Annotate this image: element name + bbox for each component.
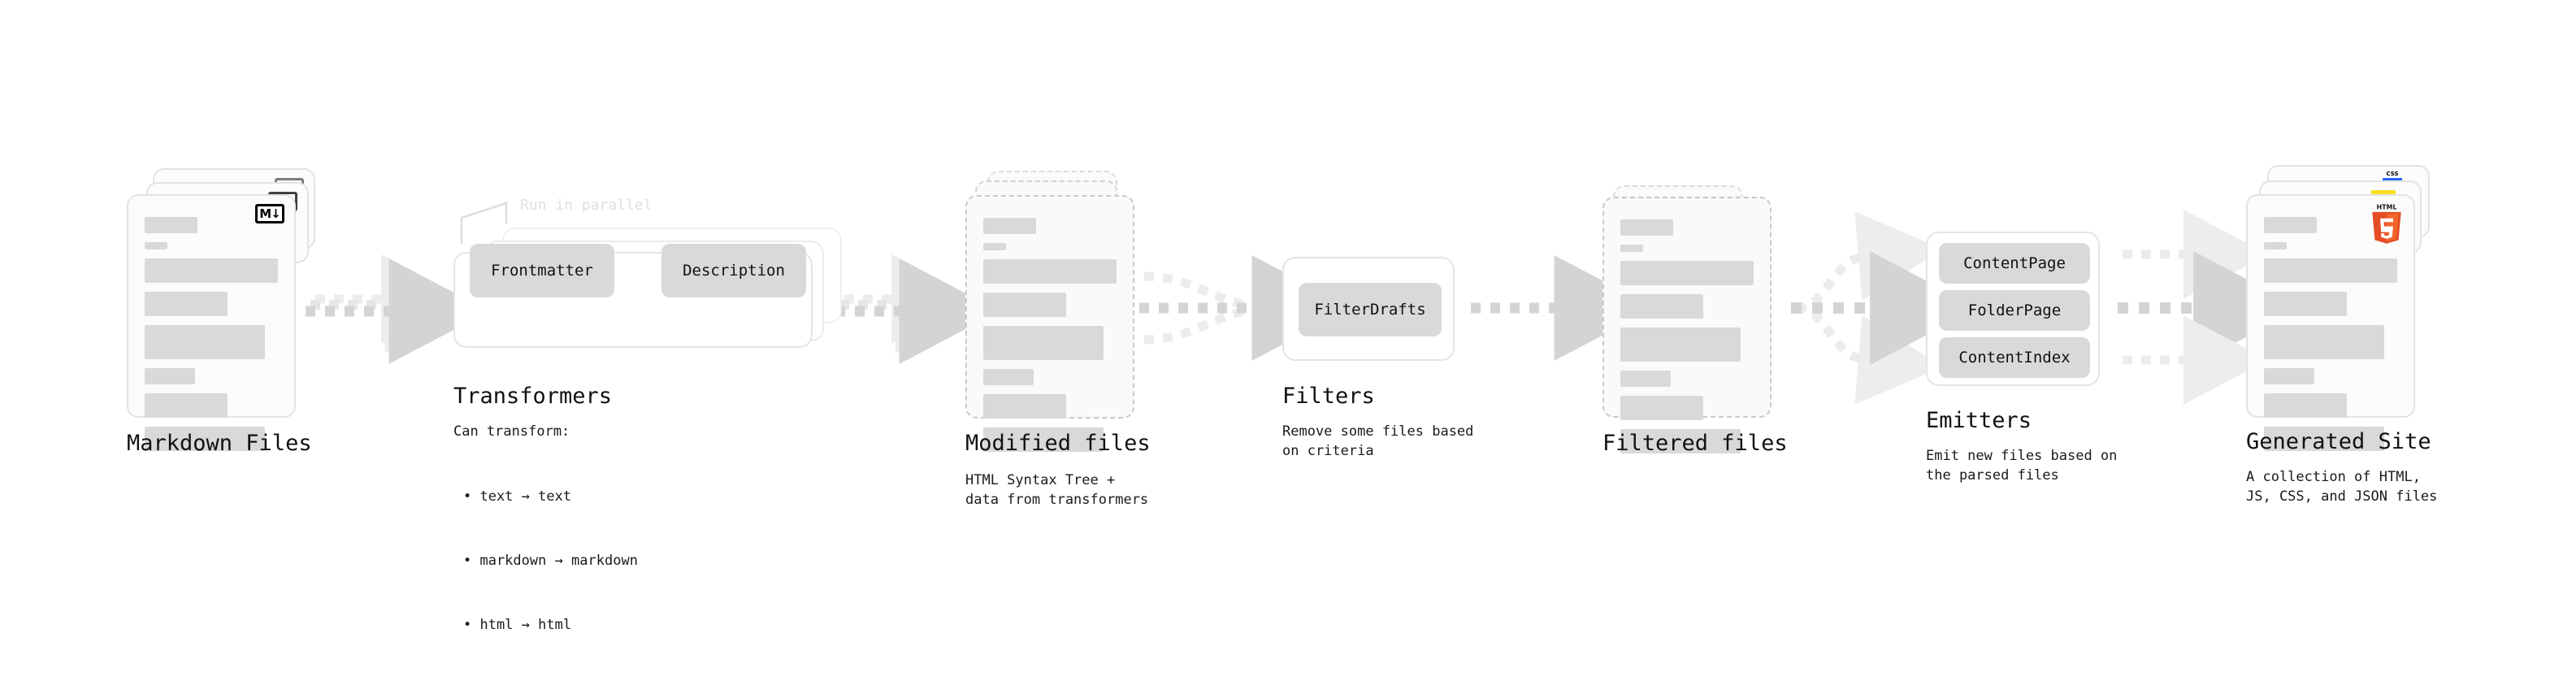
placeholder-bars <box>2264 217 2397 460</box>
markdown-card-front: M↓ <box>127 194 296 451</box>
modified-card-front <box>965 195 1134 452</box>
filters-subtitle-2: on criteria <box>1282 443 1374 459</box>
transformer-chip-description[interactable]: Description <box>661 244 806 297</box>
emitter-chip-contentpage[interactable]: ContentPage <box>1939 243 2090 284</box>
transform-rule: • html → html <box>463 616 572 633</box>
transformer-chip-frontmatter[interactable]: Frontmatter <box>470 244 614 297</box>
generated-site-subtitle-2: JS, CSS, and JSON files <box>2246 488 2438 505</box>
filtered-files-title: Filtered files <box>1602 431 1788 456</box>
generated-site-title: Generated Site <box>2246 429 2431 454</box>
generated-site-subtitle-1: A collection of HTML, <box>2246 469 2421 485</box>
arrow-markdown-to-transformers <box>306 254 489 364</box>
arrow-emitters-to-site <box>2118 210 2302 405</box>
placeholder-bars <box>1620 219 1754 462</box>
filter-chip-filterdrafts[interactable]: FilterDrafts <box>1299 283 1442 336</box>
emitters-subtitle-2: the parsed files <box>1926 467 2059 484</box>
transform-rule: • text → text <box>463 488 572 505</box>
arrow-filtered-to-emitters <box>1791 211 1979 405</box>
markdown-files-title: Markdown Files <box>127 431 312 456</box>
run-in-parallel-bracket <box>460 202 508 244</box>
markdown-icon: M↓ <box>255 204 284 223</box>
modified-files-title: Modified files <box>965 431 1151 456</box>
filters-subtitle-1: Remove some files based <box>1282 423 1474 440</box>
arrow-modified-to-filters <box>1139 255 1352 361</box>
svg-text:HTML: HTML <box>2376 203 2396 210</box>
emitter-chip-contentindex[interactable]: ContentIndex <box>1939 337 2090 378</box>
emitters-subtitle-1: Emit new files based on <box>1926 448 2118 464</box>
filters-box: FilterDrafts <box>1282 257 1455 361</box>
transformers-box-front: Frontmatter Description <box>453 244 813 348</box>
transformers-title: Transformers <box>453 384 613 409</box>
emitter-chip-folderpage[interactable]: FolderPage <box>1939 290 2090 331</box>
run-in-parallel-note: Run in parallel <box>520 197 653 214</box>
modified-files-subtitle-1: HTML Syntax Tree + <box>965 472 1116 488</box>
emitters-box: ContentPage FolderPage ContentIndex <box>1926 232 2100 386</box>
filtered-card-front <box>1602 197 1772 453</box>
placeholder-bars <box>145 217 278 460</box>
modified-files-subtitle-2: data from transformers <box>965 492 1149 508</box>
filters-title: Filters <box>1282 384 1375 409</box>
transformers-caption-head: Can transform: <box>453 423 570 440</box>
placeholder-bars <box>983 218 1117 461</box>
site-card-front-html: HTML <box>2246 194 2415 451</box>
emitters-title: Emitters <box>1926 408 2032 433</box>
transform-rule: • markdown → markdown <box>463 552 638 569</box>
html5-icon: HTML <box>2372 203 2401 244</box>
transformers-bullets: • text → text • markdown → markdown • ht… <box>463 443 638 679</box>
